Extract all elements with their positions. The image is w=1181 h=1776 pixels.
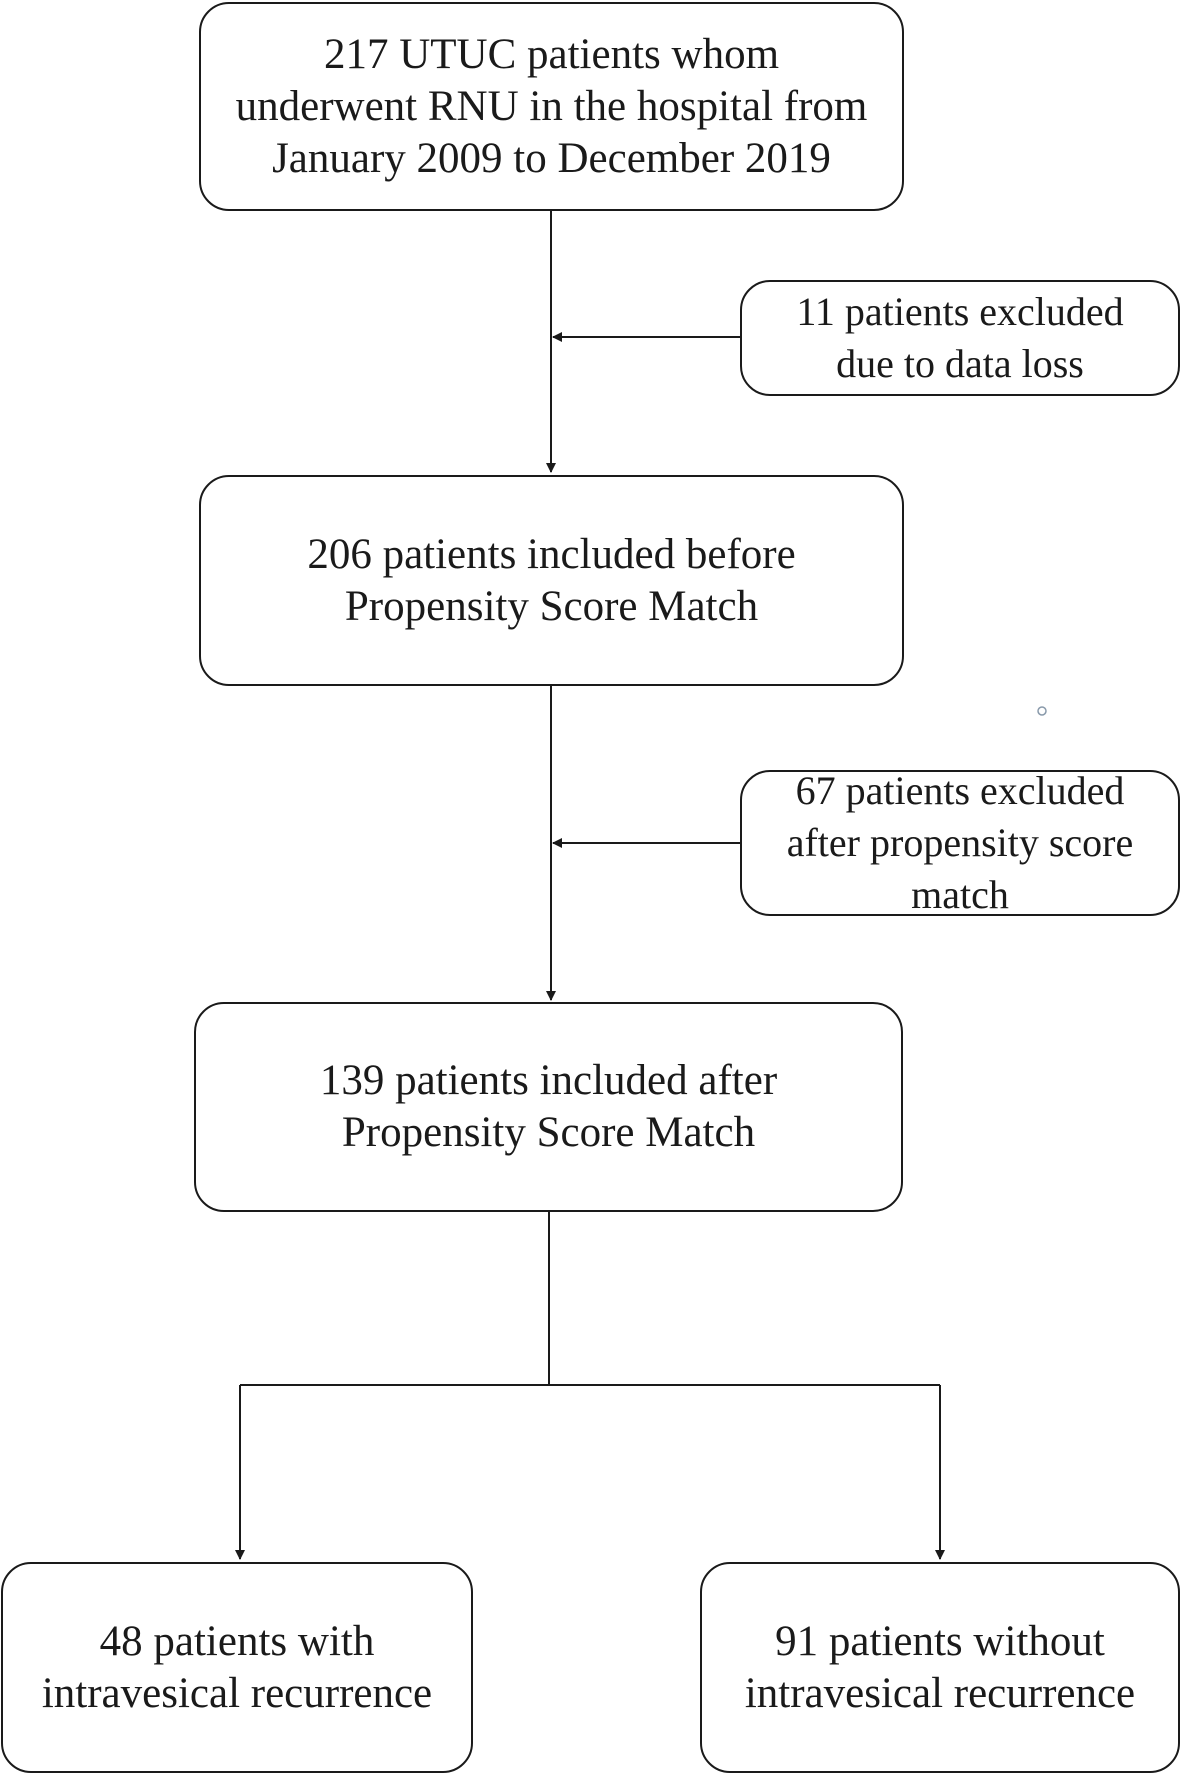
with-recurrence-line-2: intravesical recurrence bbox=[41, 1669, 433, 1717]
initial-cohort-line-2: underwent RNU in the hospital from bbox=[235, 82, 868, 130]
excluded-psm-line-2: after propensity score bbox=[786, 820, 1134, 865]
without-recurrence-line-1: 91 patients without bbox=[775, 1617, 1105, 1665]
after-psm-line-2: Propensity Score Match bbox=[341, 1109, 756, 1156]
excluded-data-loss-line-1: 11 patients excluded bbox=[796, 289, 1124, 334]
box-without-recurrence: 91 patients without intravesical recurre… bbox=[700, 1562, 1180, 1773]
excluded-psm-line-3: match bbox=[911, 872, 1009, 917]
excluded-psm-line-1: 67 patients excluded bbox=[795, 768, 1125, 813]
box-initial-cohort: 217 UTUC patients whom underwent RNU in … bbox=[199, 2, 904, 211]
after-psm-line-1: 139 patients included after bbox=[319, 1057, 778, 1104]
initial-cohort-line-3: January 2009 to December 2019 bbox=[272, 134, 831, 182]
with-recurrence-line-1: 48 patients with bbox=[99, 1617, 375, 1665]
box-excluded-psm: 67 patients excluded after propensity sc… bbox=[740, 768, 1180, 917]
stray-dot bbox=[1037, 706, 1047, 716]
excluded-data-loss-line-2: due to data loss bbox=[836, 341, 1084, 386]
box-excluded-data-loss: 11 patients excluded due to data loss bbox=[740, 280, 1180, 396]
box-with-recurrence: 48 patients with intravesical recurrence bbox=[1, 1562, 473, 1773]
initial-cohort-line-1: 217 UTUC patients whom bbox=[323, 30, 780, 78]
before-psm-line-2: Propensity Score Match bbox=[344, 582, 759, 630]
without-recurrence-line-2: intravesical recurrence bbox=[744, 1669, 1136, 1717]
before-psm-line-1: 206 patients included before bbox=[307, 530, 796, 578]
box-before-psm: 206 patients included before Propensity … bbox=[199, 475, 904, 686]
box-after-psm: 139 patients included after Propensity S… bbox=[194, 1002, 903, 1212]
